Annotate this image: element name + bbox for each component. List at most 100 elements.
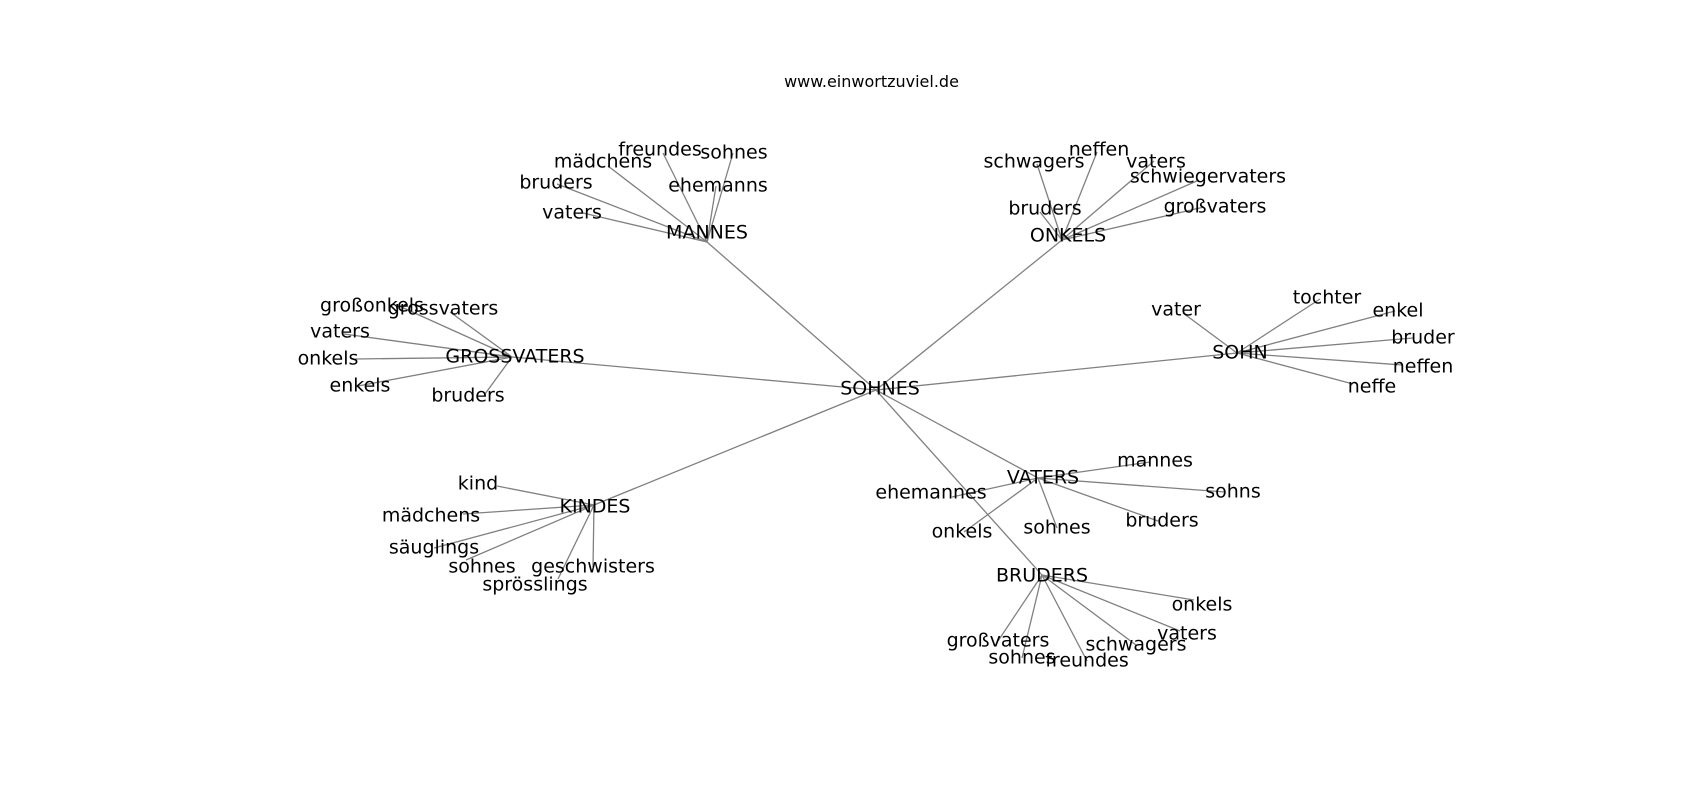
leaf-node: freundes (1045, 650, 1129, 672)
edge-mannes-1 (706, 152, 734, 243)
leaf-node: bruders (519, 172, 592, 194)
leaf-node: bruders (1125, 510, 1198, 532)
edge-mannes-4 (556, 183, 708, 243)
hub-node-bruders: BRUDERS (996, 565, 1088, 587)
leaf-node: neffe (1348, 376, 1397, 398)
edges-layer (343, 151, 1414, 662)
leaf-node: großvaters (1164, 196, 1267, 218)
edge-vaters-2 (1037, 477, 1226, 493)
leaf-node: vaters (1126, 151, 1186, 173)
edge-kindes-2 (433, 504, 595, 549)
edge-bruders-0 (1041, 574, 1195, 601)
leaf-node: sohnes (988, 647, 1055, 669)
hub-node-mannes: MANNES (666, 222, 748, 244)
leaf-node: tochter (1293, 287, 1362, 309)
edge-sohn-2 (1236, 310, 1396, 354)
edge-sohn-3 (1236, 337, 1414, 354)
leaf-node: großonkels (320, 295, 424, 317)
hub-node-vaters: VATERS (1007, 467, 1079, 489)
edge-mannes-2 (607, 165, 708, 243)
edge-onkels-5 (1061, 206, 1205, 241)
leaf-node: neffen (1069, 139, 1130, 161)
edge-mannes-0 (662, 152, 708, 243)
leaf-node: mädchens (554, 151, 652, 173)
leaf-node: onkels (932, 521, 993, 543)
hub-node-kindes: KINDES (560, 496, 631, 518)
leaf-node: sohnes (1023, 517, 1090, 539)
edge-onkels-1 (1061, 151, 1098, 241)
chart-title: www.einwortzuviel.de (784, 72, 959, 91)
edge-sohn-4 (1236, 352, 1403, 366)
leaf-node: ehemannes (875, 482, 986, 504)
edge-vaters-1 (951, 477, 1039, 498)
edge-kindes-4 (592, 504, 595, 568)
edge-mannes-5 (582, 212, 708, 243)
leaf-node: bruders (1008, 198, 1081, 220)
leaf-node: kind (458, 473, 498, 495)
leaf-node: enkel (1372, 300, 1423, 322)
edge-kindes-1 (462, 504, 595, 515)
leaf-node: vater (1151, 299, 1201, 321)
hub-node-sohn: SOHN (1212, 342, 1268, 364)
edge-onkels-2 (1061, 160, 1155, 241)
edge-center-bruders (875, 389, 1043, 576)
leaf-node: neffen (1393, 356, 1454, 378)
edge-vaters-5 (1037, 477, 1058, 529)
leaf-node: mädchens (382, 505, 480, 527)
edge-grossvaters-3 (354, 356, 513, 360)
edge-sohn-1 (1236, 298, 1321, 354)
leaf-node: geschwisters (531, 556, 655, 578)
edge-center-kindes (593, 389, 877, 506)
edge-bruders-4 (1021, 574, 1043, 659)
labels-layer: MANNESfreundessohnesmädchensehemannsbrud… (298, 139, 1455, 672)
edge-grossvaters-0 (398, 305, 513, 358)
edge-center-grossvaters (511, 356, 877, 391)
leaf-node: mannes (1117, 450, 1193, 472)
center-node: SOHNES (840, 378, 920, 400)
edge-vaters-4 (963, 477, 1039, 533)
edge-vaters-3 (1037, 477, 1159, 522)
leaf-node: sprösslings (482, 574, 587, 596)
leaf-node: vaters (542, 202, 602, 224)
edge-kindes-5 (557, 504, 595, 580)
edge-bruders-2 (1041, 574, 1137, 646)
leaf-node: schwagers (1085, 634, 1186, 656)
edge-onkels-3 (1061, 179, 1200, 241)
edge-sohn-5 (1236, 352, 1354, 385)
leaf-node: bruder (1391, 327, 1455, 349)
edge-onkels-4 (1039, 211, 1063, 241)
leaf-node: onkels (298, 348, 359, 370)
leaf-node: vaters (1157, 623, 1217, 645)
edge-bruders-3 (997, 574, 1043, 642)
leaf-node: großvaters (947, 630, 1050, 652)
leaf-node: bruders (431, 385, 504, 407)
edge-center-mannes (706, 241, 877, 391)
edge-bruders-5 (1041, 574, 1088, 662)
edge-sohn-0 (1182, 312, 1238, 354)
leaf-node: säuglings (389, 537, 479, 559)
edge-center-onkels (875, 239, 1063, 391)
leaf-node: grossvaters (388, 298, 499, 320)
edge-grossvaters-5 (484, 356, 513, 395)
leaf-node: sohns (1205, 481, 1261, 503)
edge-center-sohn (875, 352, 1238, 391)
leaf-node: sohnes (700, 142, 767, 164)
edge-kindes-0 (496, 485, 595, 506)
edge-grossvaters-4 (357, 356, 513, 387)
leaf-node: schwagers (983, 151, 1084, 173)
edge-onkels-0 (1036, 163, 1063, 241)
hub-node-onkels: ONKELS (1030, 225, 1106, 247)
leaf-node: sohnes (448, 556, 515, 578)
leaf-node: vaters (310, 321, 370, 343)
edge-kindes-3 (465, 504, 595, 561)
leaf-node: onkels (1172, 594, 1233, 616)
leaf-node: schwiegervaters (1130, 166, 1286, 188)
edge-vaters-0 (1037, 461, 1151, 479)
edge-bruders-1 (1041, 574, 1181, 632)
edge-center-vaters (875, 389, 1039, 479)
edge-grossvaters-2 (343, 333, 513, 358)
leaf-node: ehemanns (668, 175, 768, 197)
edge-grossvaters-1 (449, 311, 513, 358)
edge-mannes-3 (706, 185, 717, 243)
